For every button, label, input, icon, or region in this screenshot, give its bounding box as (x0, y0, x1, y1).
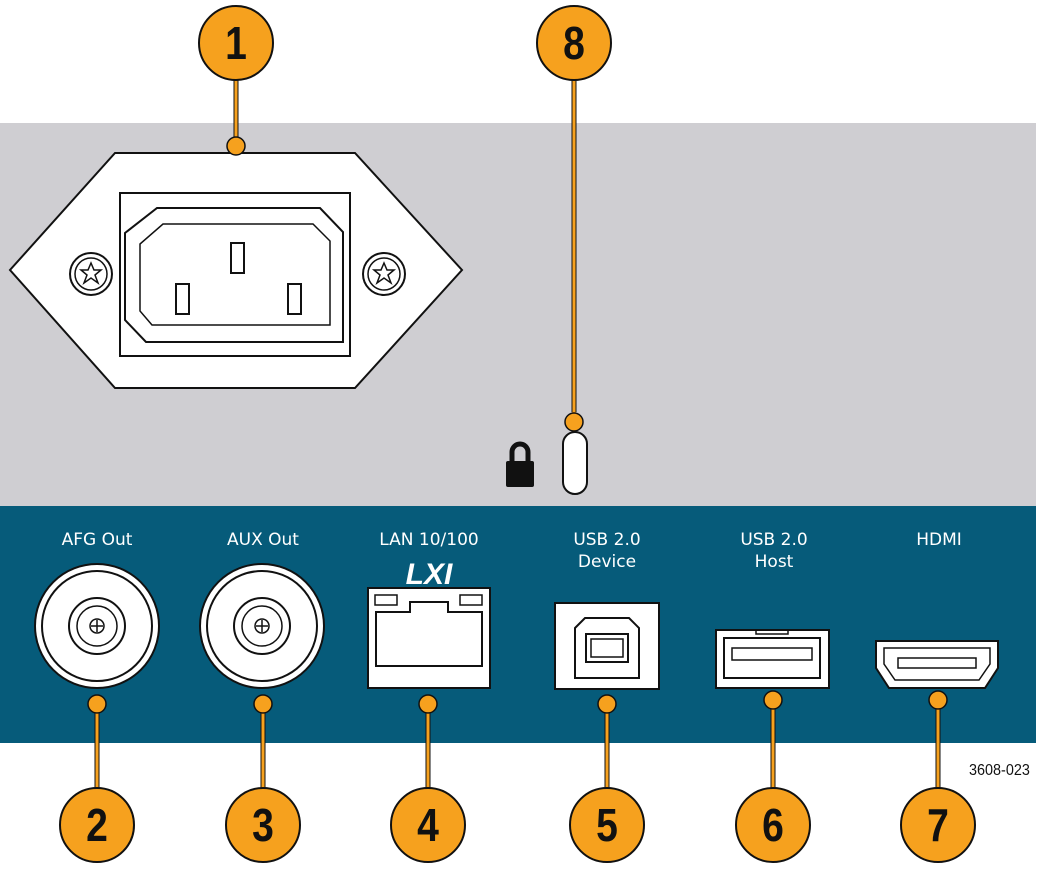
hdmi-port (875, 640, 999, 689)
callout-circles (59, 5, 976, 863)
callout-number-1: 1 (225, 17, 247, 69)
right-screw-icon (362, 252, 406, 296)
afg-out-label: AFG Out (61, 530, 133, 550)
lan-port (367, 587, 491, 689)
lxi-logo: LXI (406, 558, 453, 591)
callout-number-5: 5 (596, 799, 618, 851)
callout-leaders (95, 78, 940, 790)
callout-circle-4 (390, 787, 466, 863)
callout-number-3: 3 (252, 799, 274, 851)
usb-host-label-line1: USB 2.0 (740, 530, 808, 550)
callout-number-8: 8 (563, 17, 585, 69)
aux-out-label: AUX Out (227, 530, 299, 550)
leader-dots (87, 136, 948, 714)
lxi-logo-text: LXI (406, 558, 453, 591)
lan-label: LAN 10/100 (379, 530, 479, 550)
leader-dark-edges (94, 78, 941, 790)
usb-device-port (554, 602, 660, 690)
usb-device-label: USB 2.0 Device (527, 529, 687, 573)
afg-out-bnc (34, 563, 160, 689)
callout-circle-2 (59, 787, 135, 863)
teal-panel (0, 506, 1036, 743)
usb-device-label-line1: USB 2.0 (573, 530, 641, 550)
callout-circle-7 (900, 787, 976, 863)
usb-host-label: USB 2.0 Host (694, 529, 854, 573)
usb-host-label-line2: Host (754, 552, 794, 572)
hdmi-label: HDMI (916, 530, 962, 550)
callout-circle-6 (735, 787, 811, 863)
callout-circle-1 (198, 5, 274, 81)
callout-number-7: 7 (927, 799, 949, 851)
callout-number-6: 6 (762, 799, 784, 851)
figure-id: 3608-023 (969, 762, 1030, 779)
callout-circle-8 (536, 5, 612, 81)
aux-out-bnc (199, 563, 325, 689)
usb-device-label-line2: Device (577, 552, 637, 572)
callout-number-4: 4 (417, 799, 439, 851)
lock-icon (506, 441, 534, 487)
security-lock-slot (562, 431, 588, 495)
left-screw-icon (69, 252, 113, 296)
power-inlet (8, 152, 464, 389)
usb-host-port (715, 629, 830, 689)
callout-circle-5 (569, 787, 645, 863)
callout-number-2: 2 (86, 799, 108, 851)
callout-circle-3 (225, 787, 301, 863)
